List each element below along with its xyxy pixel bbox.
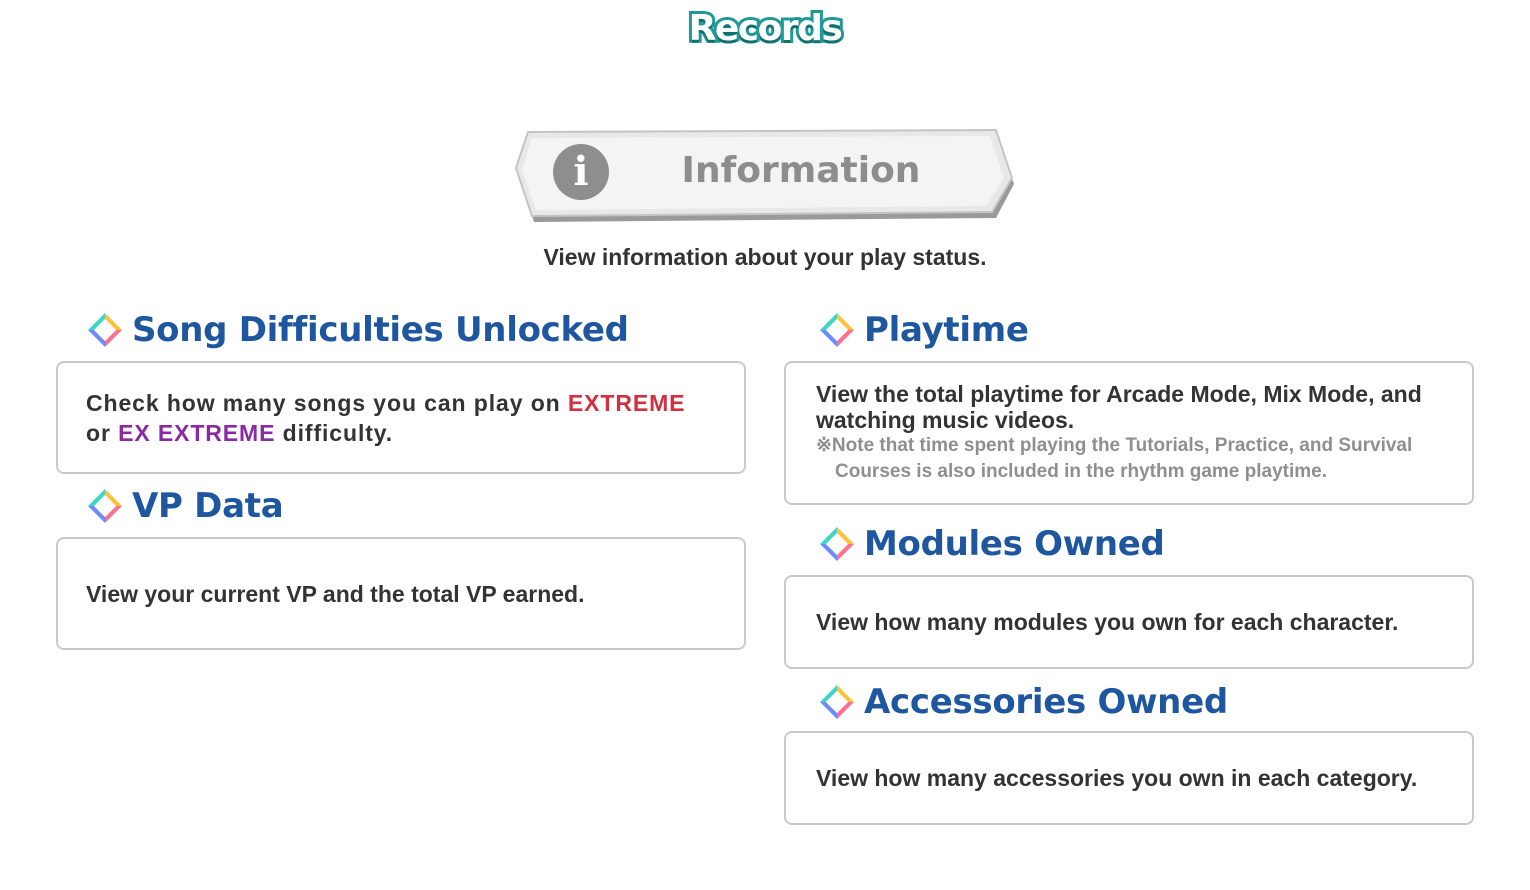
section-heading-vp-data: VP Data [86,484,284,528]
card-text: Check how many songs you can play on [86,389,568,416]
banner-label: Information [681,150,921,191]
page-title: Records [686,5,846,52]
diamond-icon [820,685,854,719]
card-text: View how many accessories you own in eac… [816,765,1418,791]
note-text: Courses is also included in the rhythm g… [835,461,1328,482]
diamond-icon [820,313,854,347]
section-heading-accessories-owned: Accessories Owned [818,680,1228,724]
section-title: Song Difficulties Unlocked [132,310,629,350]
card-text-line: or EX EXTREME difficulty. [86,418,724,448]
card-text: View your current VP and the total VP ea… [86,580,585,607]
modules-owned-card: View how many modules you own for each c… [784,575,1474,669]
information-banner [512,128,1018,224]
card-text: or [86,419,119,446]
banner-background [514,128,1014,222]
section-title: Playtime [864,310,1029,350]
section-heading-playtime: Playtime [818,308,1029,352]
diamond-icon [820,527,854,561]
ex-extreme-label: EX EXTREME [118,419,276,446]
card-text-line: Check how many songs you can play on EXT… [86,388,724,418]
song-difficulties-card: Check how many songs you can play on EXT… [56,361,746,474]
card-text: View the total playtime for Arcade Mode,… [816,381,1422,407]
extreme-label: EXTREME [567,389,686,416]
page-subtitle: View information about your play status. [543,244,987,270]
accessories-owned-card: View how many accessories you own in eac… [784,731,1474,825]
note-text: ※Note that time spent playing the Tutori… [816,435,1413,456]
playtime-card: View the total playtime for Arcade Mode,… [784,361,1474,505]
info-icon: i [553,144,609,200]
section-title: Modules Owned [864,524,1165,564]
card-text: View how many modules you own for each c… [816,609,1399,635]
section-heading-song-difficulties: Song Difficulties Unlocked [86,308,629,352]
section-title: Accessories Owned [864,682,1228,722]
card-text: difficulty. [275,419,394,446]
section-heading-modules-owned: Modules Owned [818,522,1165,566]
section-title: VP Data [132,486,284,526]
card-text: watching music videos. [816,407,1075,433]
diamond-icon [88,489,122,523]
vp-data-card: View your current VP and the total VP ea… [56,537,746,650]
diamond-icon [88,313,122,347]
